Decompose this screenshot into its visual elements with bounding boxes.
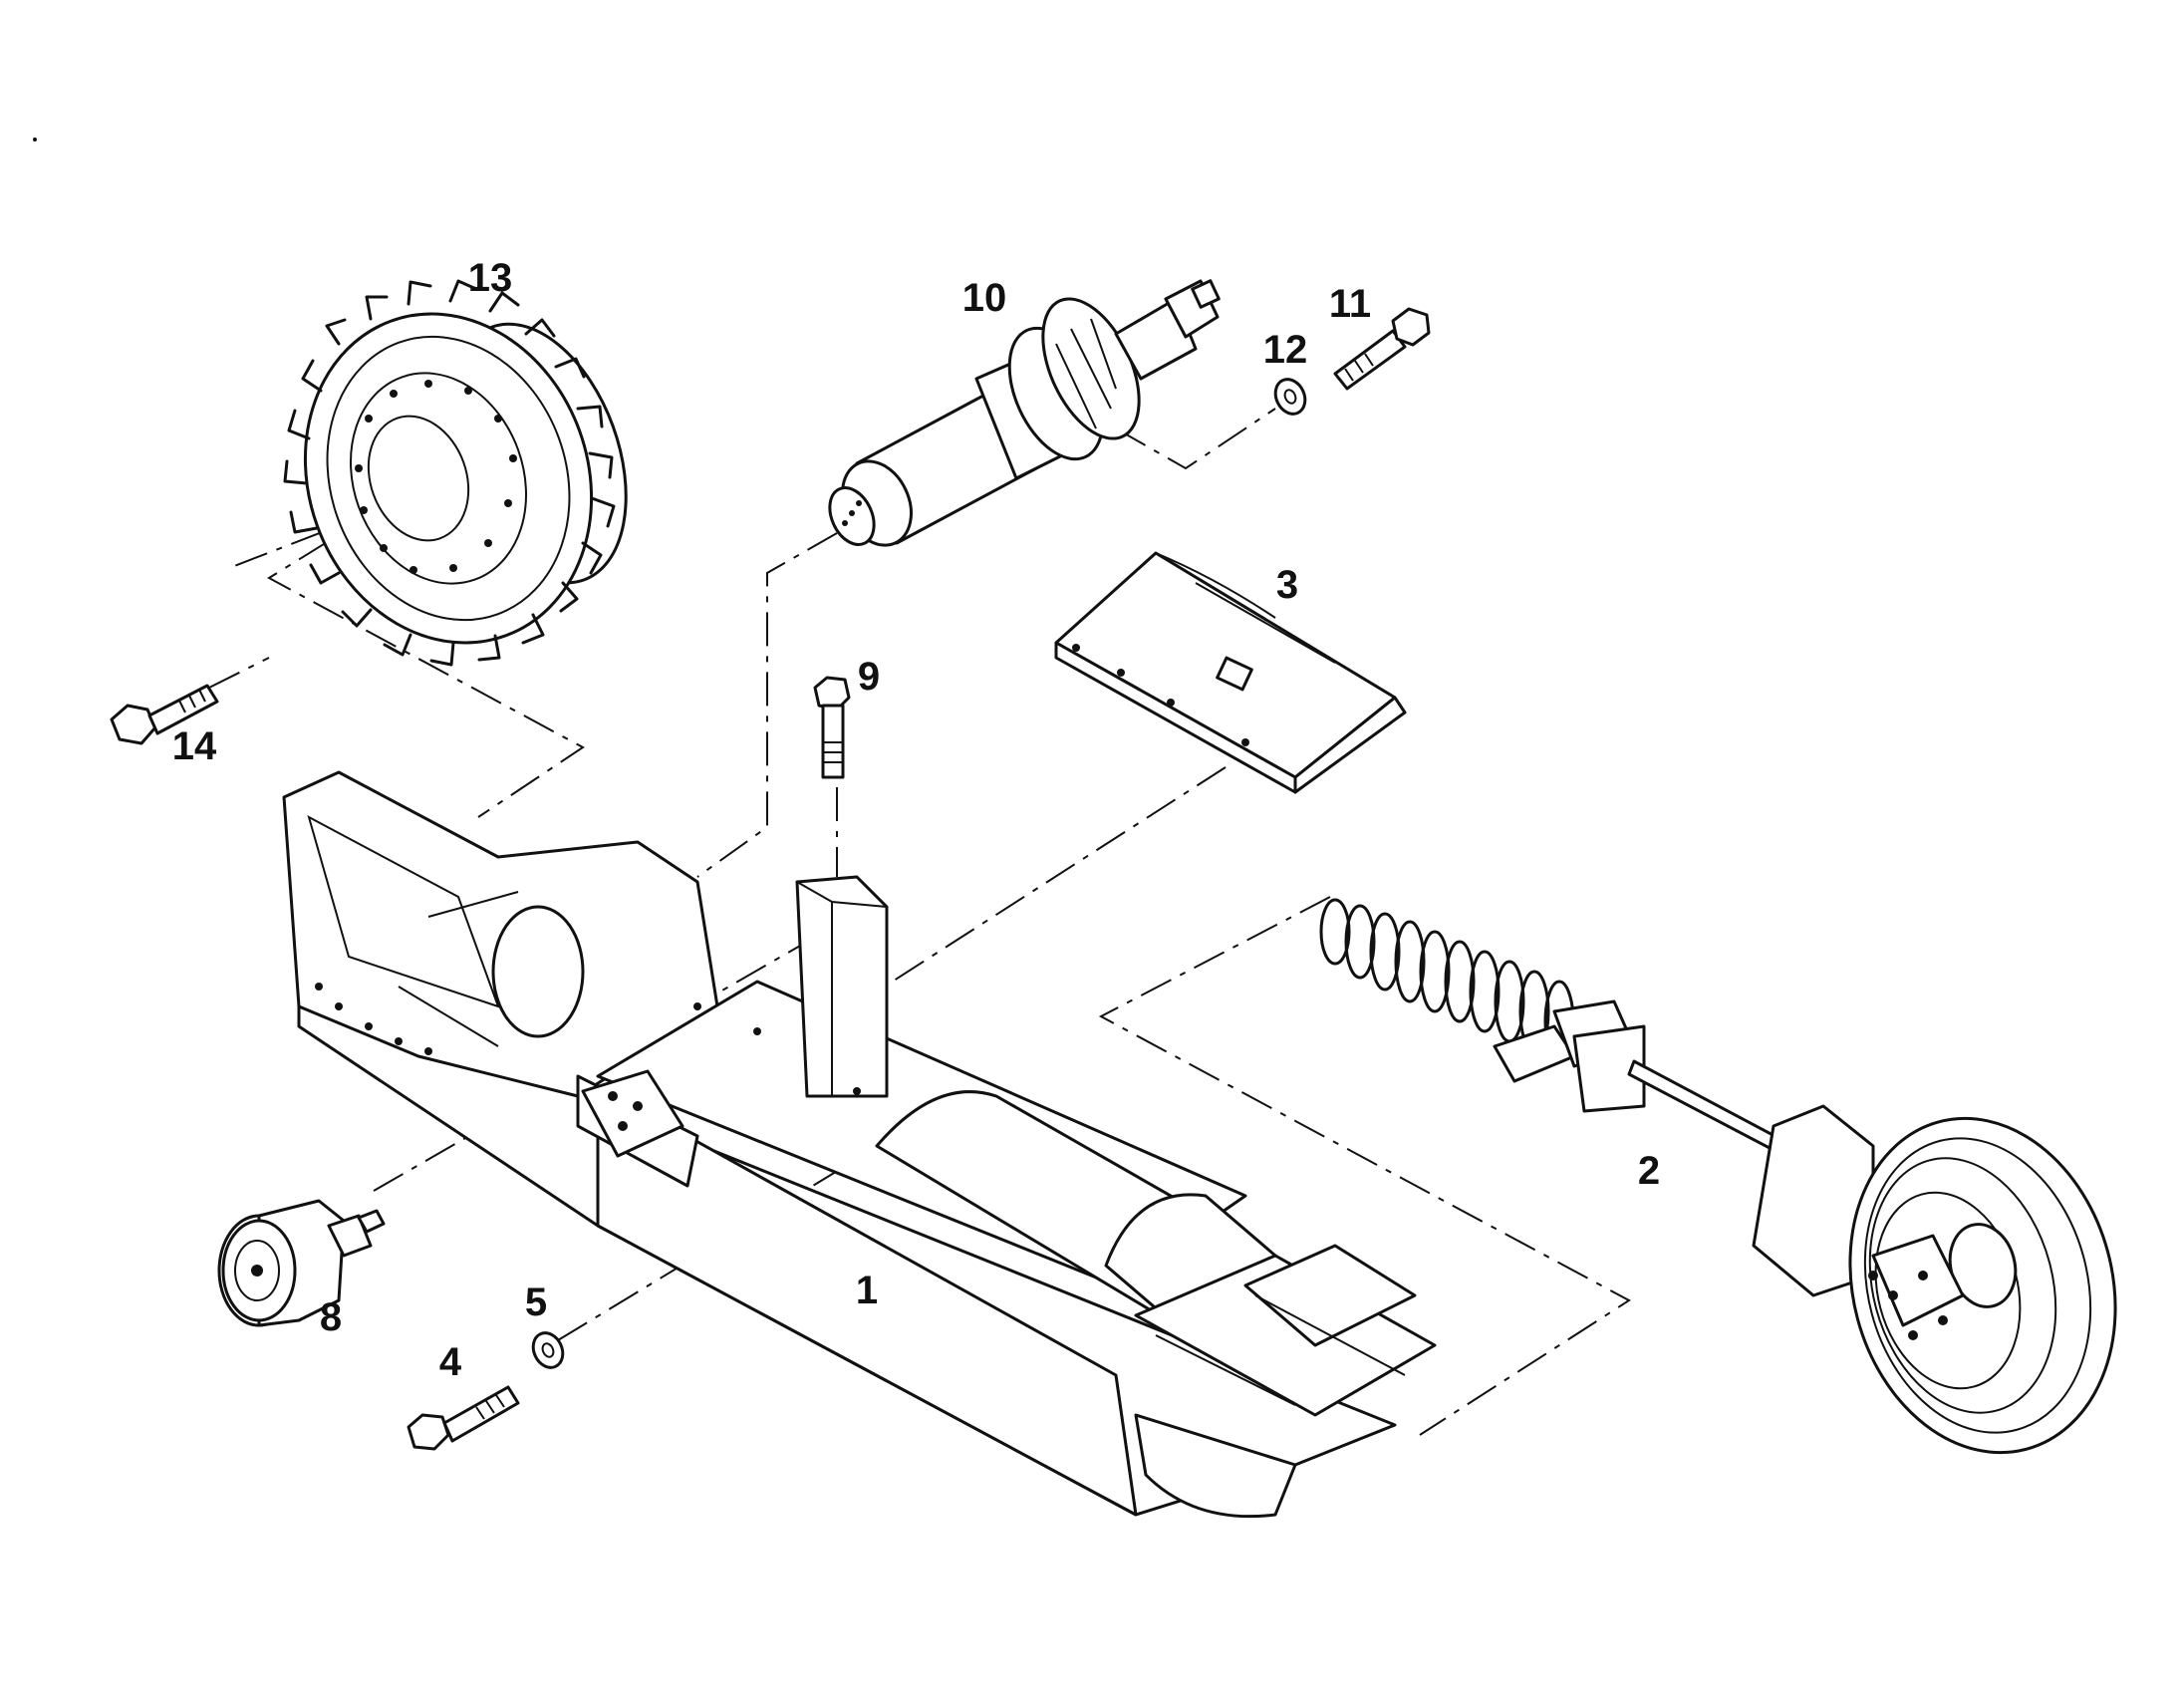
track-roller-part [217,1199,386,1327]
callout-sprocket: 13 [468,256,513,300]
callout-bolt-drive: 11 [1329,282,1371,326]
final-drive-part [828,279,1221,547]
callout-bolt-front: 4 [439,1340,462,1384]
callout-frame: 1 [856,1269,878,1312]
top-bolt-part [813,676,851,779]
drive-washer-part [1273,378,1307,416]
callout-labels: 1 2 3 4 5 8 9 10 11 12 13 14 [172,256,1660,1384]
track-guard-part [1054,551,1407,794]
front-washer-part [531,1331,565,1369]
callout-washer-front: 5 [525,1280,547,1324]
callout-roller: 8 [320,1295,342,1339]
callout-guard: 3 [1276,563,1298,607]
sprocket-bolt-part [110,684,219,745]
sprocket-part [283,279,628,667]
front-bolt-part [407,1385,520,1451]
callout-bolt-top: 9 [858,655,880,699]
callout-idler: 2 [1638,1149,1660,1193]
idler-assembly-part [1319,898,2117,1455]
callout-washer-drive: 12 [1263,328,1308,372]
track-frame-part [282,770,1437,1519]
callout-bolt-sprocket: 14 [172,724,217,768]
stray-dot [33,138,37,142]
callout-final-drive: 10 [962,276,1007,320]
drive-bolt-part [1333,307,1431,391]
